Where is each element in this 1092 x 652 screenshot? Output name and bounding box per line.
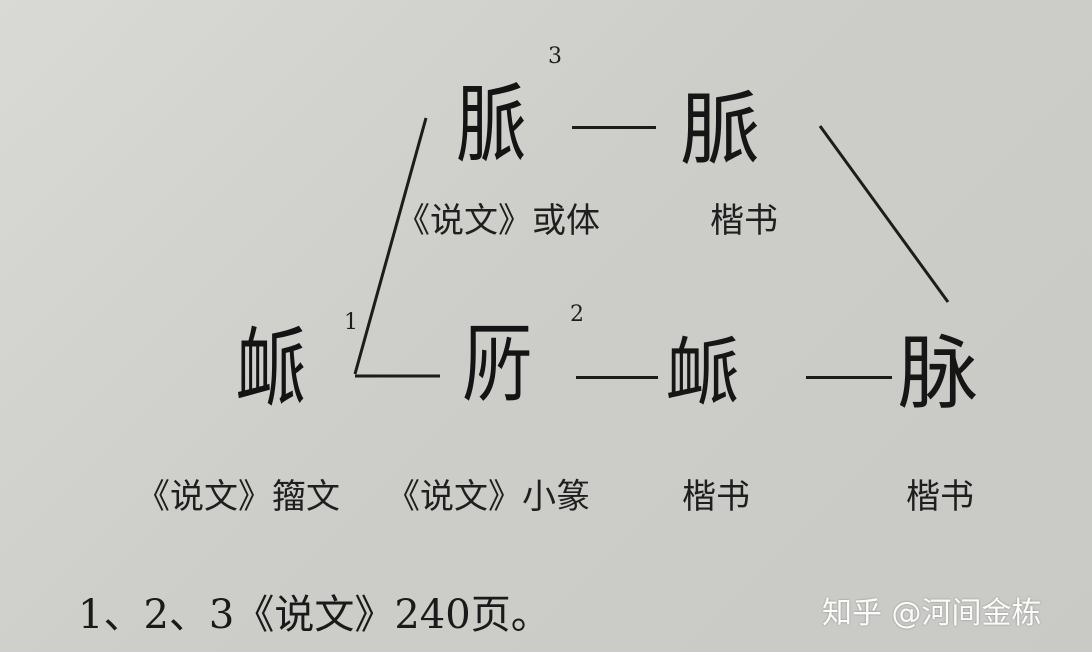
- zhouwen-glyph: 衇: [236, 319, 307, 419]
- caption-kaishu-bottom-2: 楷书: [906, 477, 974, 517]
- caption-kaishu-top: 楷书: [710, 201, 778, 241]
- caption-xiaozhuan: 《说文》小篆: [386, 477, 590, 517]
- footnote-marker-3: 3: [548, 44, 562, 69]
- dash-bottom-2: [806, 376, 892, 379]
- watermark: 知乎 @河间金栋: [822, 596, 1042, 631]
- caption-kaishu-bottom-1: 楷书: [682, 477, 750, 517]
- footnote: 1、2、3《说文》240页。: [78, 592, 551, 638]
- caption-zhouwen: 《说文》籀文: [136, 477, 340, 517]
- connector-left-diagonal: [353, 117, 428, 375]
- connector-right-diagonal: [818, 125, 950, 303]
- dash-top: [572, 126, 656, 129]
- footnote-marker-2: 2: [570, 302, 584, 327]
- kaishu-top-glyph: 脈: [680, 83, 760, 176]
- caption-seal-variant: 《说文》或体: [396, 201, 600, 241]
- kaishu-bottom-2-glyph: 脉: [898, 327, 978, 420]
- footnote-marker-1: 1: [344, 310, 358, 335]
- seal-variant-glyph: 脈: [456, 75, 527, 175]
- xiaozhuan-glyph: 𠩄: [462, 315, 533, 415]
- kaishu-bottom-1-glyph: 衇: [666, 330, 740, 416]
- dash-bottom-1: [576, 376, 658, 379]
